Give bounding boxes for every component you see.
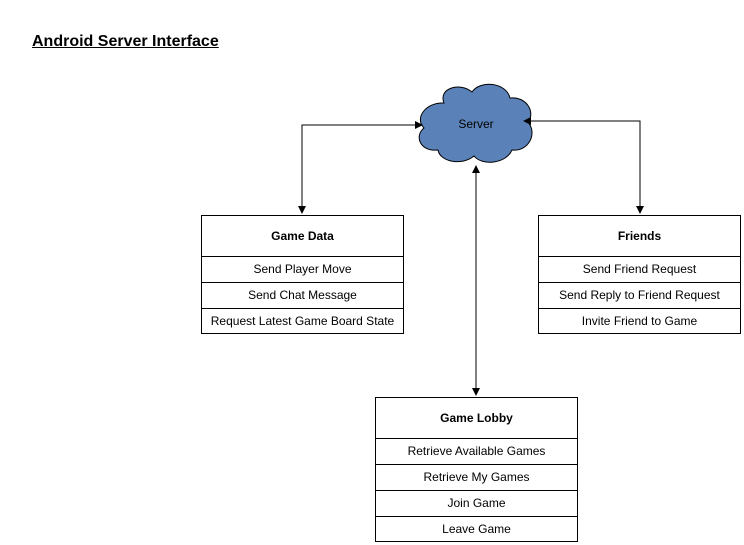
diagram-title: Android Server Interface <box>32 33 219 50</box>
game-lobby-item: Leave Game <box>442 522 511 536</box>
game-data-item: Request Latest Game Board State <box>210 314 395 328</box>
game-lobby-title: Game Lobby <box>376 398 577 439</box>
friends-item: Send Reply to Friend Request <box>539 283 740 309</box>
game-data-item: Send Player Move <box>202 257 403 283</box>
friends-item: Send Friend Request <box>539 257 740 283</box>
game-data-box: Game Data Send Player Move Send Chat Mes… <box>201 215 404 334</box>
server-label: Server <box>458 117 494 131</box>
friends-item: Invite Friend to Game <box>581 314 698 328</box>
edge-server-friends <box>523 117 644 214</box>
game-lobby-box: Game Lobby Retrieve Available Games Retr… <box>375 397 578 542</box>
friends-title: Friends <box>539 216 740 257</box>
game-lobby-item: Retrieve My Games <box>376 465 577 491</box>
game-data-item: Send Chat Message <box>202 283 403 309</box>
friends-box: Friends Send Friend Request Send Reply t… <box>538 215 741 334</box>
game-lobby-item: Join Game <box>376 491 577 517</box>
game-data-title: Game Data <box>202 216 403 257</box>
edge-server-game-data <box>298 121 423 214</box>
game-lobby-item: Retrieve Available Games <box>376 439 577 465</box>
